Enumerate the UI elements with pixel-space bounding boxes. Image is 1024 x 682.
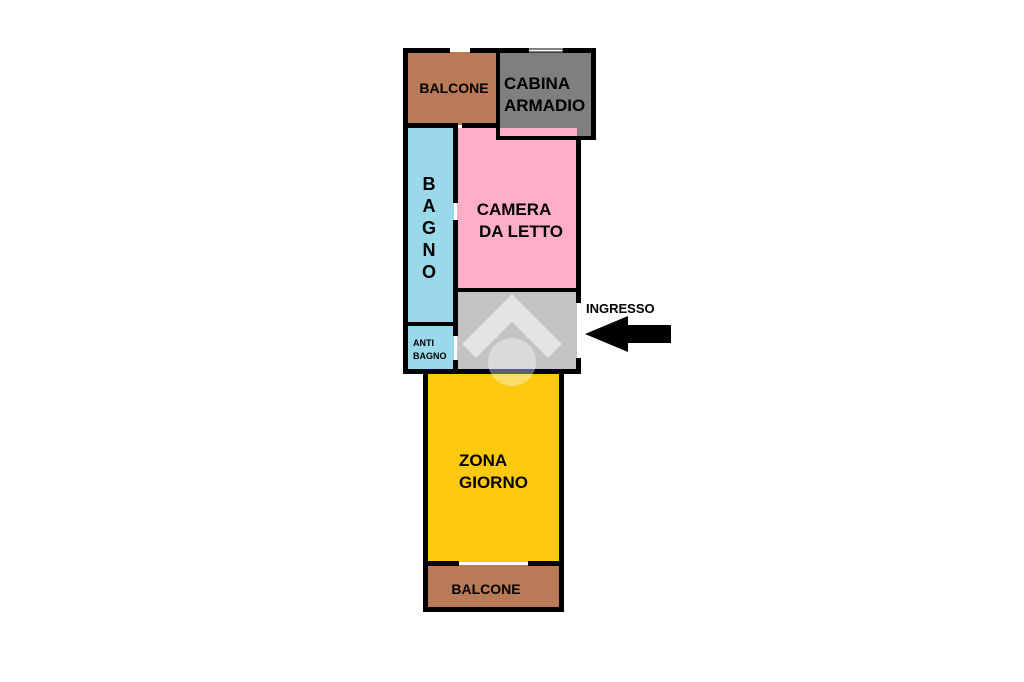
anti-bathroom-label-line2: BAGNO	[413, 351, 447, 361]
living-area-label-line1: ZONA	[459, 451, 507, 470]
bathroom-label-letter-2: A	[423, 196, 436, 216]
walls	[403, 48, 596, 612]
balcony-top-label: BALCONE	[419, 80, 488, 96]
balcony-bottom-label: BALCONE	[451, 581, 520, 597]
bedroom-label-line2: DA LETTO	[479, 222, 563, 241]
bathroom-label-letter-4: N	[423, 240, 436, 260]
balcony-top-area	[406, 52, 496, 125]
walk-in-closet-area	[499, 52, 591, 136]
living-area-label-line2: GIORNO	[459, 473, 528, 492]
entrance-label: INGRESSO	[586, 301, 655, 316]
walk-in-closet-label-line1: CABINA	[504, 74, 570, 93]
bedroom-label-line1: CAMERA	[477, 200, 552, 219]
house-watermark-icon	[462, 294, 562, 386]
bedroom-area	[457, 128, 577, 289]
bathroom-area	[407, 128, 454, 324]
balcony-bottom-area	[427, 565, 560, 609]
living-area	[427, 372, 560, 562]
anti-bathroom-label-line1: ANTI	[413, 338, 434, 348]
bathroom-label-letter-5: O	[422, 262, 436, 282]
windows	[415, 48, 564, 128]
bathroom-label-letter-3: G	[422, 218, 436, 238]
bathroom-label-letter-1: B	[423, 174, 436, 194]
walk-in-closet-label-line2: ARMADIO	[504, 96, 585, 115]
left-arrow-icon	[585, 316, 671, 352]
anti-bathroom-area	[407, 326, 454, 370]
